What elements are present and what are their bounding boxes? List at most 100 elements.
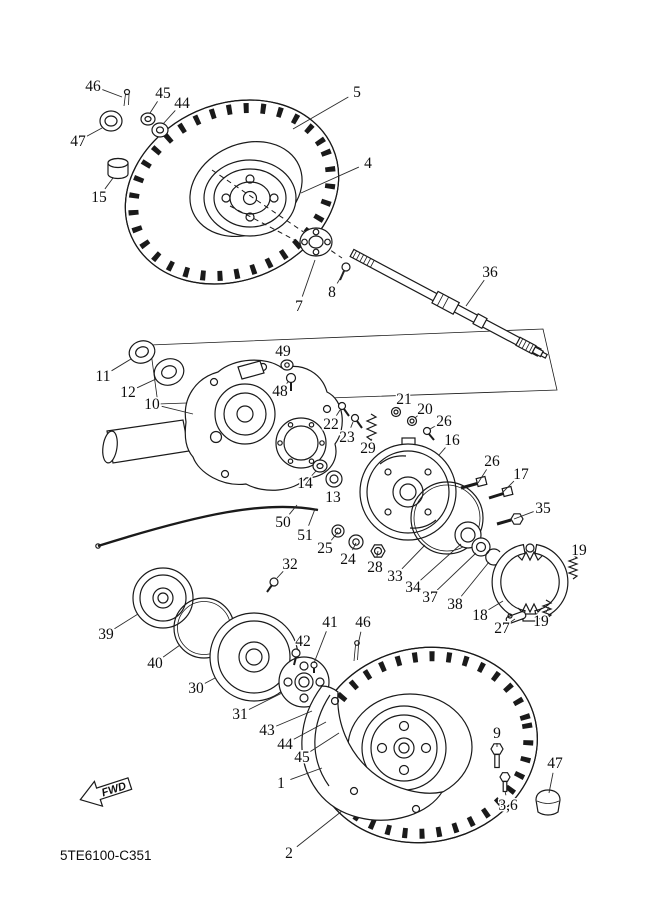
callout-label-4-15: 15 (91, 189, 107, 206)
callout-label-47-46: 46 (355, 614, 371, 631)
axle-cap-left (99, 110, 123, 132)
callout-leader-20-26 (429, 425, 436, 430)
callout-leader-23-17 (502, 480, 515, 493)
callout-leader-24-35 (513, 511, 534, 520)
case-bolt (285, 372, 297, 391)
callout-leader-6-4 (300, 166, 360, 194)
callout-label-34-37: 37 (422, 589, 438, 606)
callout-leader-50-45 (310, 732, 340, 752)
callout-label-52-9: 9 (493, 725, 501, 742)
callout-leader-27-50 (289, 504, 298, 515)
callout-leader-36-18 (488, 600, 504, 611)
callout-leader-45-42 (297, 649, 299, 652)
oil-seal (153, 358, 185, 386)
callout-leader-35-38 (460, 561, 490, 597)
callout-leader-30-24 (352, 542, 357, 551)
callout-label-14-48: 48 (272, 383, 288, 400)
adjuster-screw (422, 426, 435, 441)
washer-small-left (140, 112, 156, 126)
callout-leader-44-31 (248, 692, 283, 710)
callout-leader-39-19 (545, 606, 550, 613)
callout-label-55-3,6: 3,6 (498, 797, 518, 814)
callout-label-15-22: 22 (323, 416, 339, 433)
callout-label-9-8: 8 (328, 284, 336, 301)
callout-label-32-33: 33 (387, 568, 403, 585)
callout-leader-32-33 (401, 544, 426, 570)
callout-label-26-13: 13 (325, 489, 341, 506)
callout-label-12-10: 10 (144, 396, 160, 413)
callout-leader-54-2 (296, 810, 343, 848)
washer-large-left (151, 122, 169, 138)
flange-bolt-b (488, 485, 514, 500)
callout-label-43-30: 30 (188, 680, 204, 697)
callout-label-46-41: 41 (322, 614, 338, 631)
screw-c (266, 577, 279, 593)
callout-label-7-36: 36 (482, 264, 498, 281)
spring-small (365, 413, 378, 441)
callout-leader-34-37 (436, 552, 477, 591)
callout-label-31-28: 28 (367, 559, 383, 576)
callout-leader-49-44 (293, 721, 327, 740)
callout-label-20-26: 26 (436, 413, 452, 430)
callout-label-17-29: 29 (360, 440, 376, 457)
cam-lever (505, 611, 527, 624)
callout-label-25-14: 14 (297, 475, 313, 492)
callout-leader-10-11 (111, 358, 132, 372)
hex-bolt (496, 513, 524, 526)
callout-label-54-2: 2 (285, 845, 293, 862)
washer-c (331, 524, 345, 538)
callout-label-16-23: 23 (339, 429, 355, 446)
callout-leader-46-41 (313, 631, 327, 664)
washer-d (348, 534, 364, 550)
callout-label-1-45: 45 (155, 85, 171, 102)
callout-leader-38-19 (572, 558, 575, 561)
axle-shaft (349, 248, 548, 359)
callout-leader-47-46 (357, 631, 362, 646)
callout-label-37-27: 27 (494, 620, 510, 637)
plate-washer (471, 537, 491, 557)
nut-small (390, 406, 402, 418)
callout-leader-28-51 (308, 508, 316, 526)
callout-leader-0-46 (102, 89, 123, 98)
gear-case (102, 359, 343, 491)
callout-leader-43-30 (204, 677, 216, 684)
callout-leader-55-3,6 (504, 790, 507, 796)
washer-tiny (406, 415, 418, 427)
callout-leader-40-32 (276, 571, 284, 579)
dust-seal (132, 567, 194, 629)
callout-leader-11-12 (136, 378, 157, 389)
callout-label-45-42: 42 (295, 633, 311, 650)
brake-shoe-assembly (491, 543, 569, 622)
fender-bolt-a (490, 743, 504, 769)
callout-label-30-24: 24 (340, 551, 356, 568)
callout-leader-42-40 (162, 644, 181, 658)
wheel-rim-top (203, 159, 297, 237)
callout-label-44-31: 31 (232, 706, 248, 723)
callout-label-23-17: 17 (513, 466, 529, 483)
callout-label-40-32: 32 (282, 556, 298, 573)
callout-leader-14-48 (286, 381, 289, 384)
callout-leader-1-45 (149, 101, 158, 114)
callout-label-2-44: 44 (174, 95, 190, 112)
output-collar (312, 459, 328, 473)
callout-label-53-47: 47 (547, 755, 563, 772)
callout-label-0-46: 46 (85, 78, 101, 95)
callout-leader-4-15 (104, 177, 114, 190)
callout-label-5-5: 5 (353, 84, 361, 101)
axle-cap-right (535, 789, 561, 816)
callout-label-35-38: 38 (447, 596, 463, 613)
callout-leader-12-10 (161, 405, 194, 415)
callout-label-41-39: 39 (98, 626, 114, 643)
callout-label-3-47: 47 (70, 133, 86, 150)
brake-rod (95, 505, 319, 549)
brake-backing-plate (359, 437, 457, 541)
callout-leader-3-47 (86, 127, 103, 137)
callout-label-33-34: 34 (405, 579, 421, 596)
o-ring-large (410, 481, 484, 555)
screw-a (337, 401, 350, 417)
callout-label-28-51: 51 (297, 527, 313, 544)
case-washer (280, 359, 294, 371)
callout-leader-15-22 (336, 409, 341, 416)
